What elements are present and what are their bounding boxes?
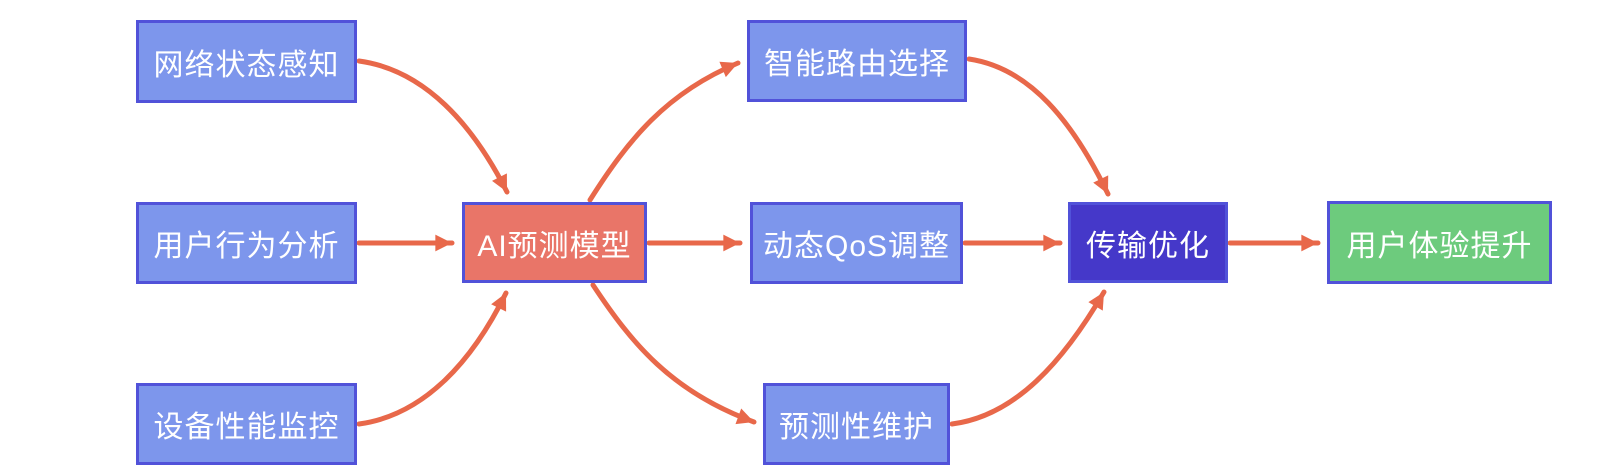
edge-device-to-ai bbox=[356, 290, 509, 427]
node-predictive-maintenance[interactable]: 预测性维护 bbox=[763, 383, 950, 465]
node-transmission-optimization[interactable]: 传输优化 bbox=[1068, 202, 1228, 283]
node-label: 预测性维护 bbox=[779, 411, 934, 444]
node-label: AI预测模型 bbox=[477, 229, 632, 263]
edge-network-to-ai bbox=[356, 58, 510, 195]
node-dynamic-qos-adjustment[interactable]: 动态QoS调整 bbox=[750, 202, 963, 284]
edge-maint-to-trans bbox=[949, 289, 1107, 427]
node-label: 用户体验提升 bbox=[1346, 229, 1533, 263]
node-label: 动态QoS调整 bbox=[762, 230, 951, 263]
node-label: 传输优化 bbox=[1086, 229, 1210, 263]
edge-route-to-trans bbox=[966, 56, 1111, 197]
edge-ai-to-route bbox=[587, 60, 741, 203]
node-ai-prediction-model[interactable]: AI预测模型 bbox=[462, 202, 647, 283]
node-intelligent-route-selection[interactable]: 智能路由选择 bbox=[747, 20, 967, 102]
node-label: 智能路由选择 bbox=[764, 48, 950, 81]
node-label: 用户行为分析 bbox=[153, 230, 340, 263]
node-device-performance-monitoring[interactable]: 设备性能监控 bbox=[136, 383, 357, 465]
node-network-status-sensing[interactable]: 网络状态感知 bbox=[136, 20, 357, 103]
node-label: 设备性能监控 bbox=[153, 411, 340, 444]
node-user-behavior-analysis[interactable]: 用户行为分析 bbox=[136, 202, 357, 284]
node-user-experience-improvement[interactable]: 用户体验提升 bbox=[1327, 201, 1552, 284]
node-label: 网络状态感知 bbox=[153, 48, 340, 82]
edge-ai-to-maint bbox=[590, 282, 757, 425]
